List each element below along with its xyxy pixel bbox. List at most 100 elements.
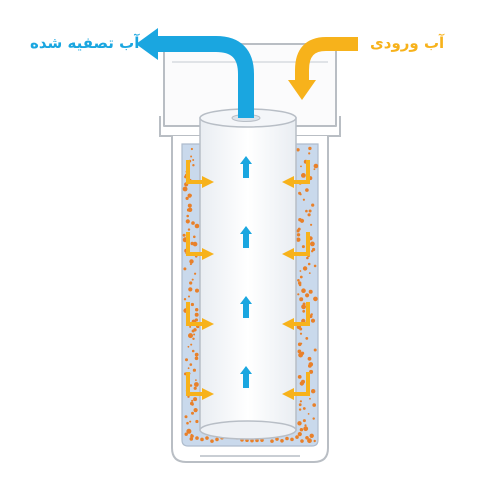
media-particle [307,438,312,444]
radial-flow-path [186,232,204,256]
media-particle [297,342,302,347]
media-particle [189,363,193,366]
media-particle [306,256,309,260]
media-particle [190,302,194,307]
media-particle [190,434,194,438]
media-particle [313,348,317,352]
media-particle [193,333,196,336]
media-particle [302,309,306,313]
media-particle [298,408,302,411]
media-particle [313,264,317,268]
media-particle [299,428,304,432]
media-particle [296,229,300,233]
media-particle [305,188,309,192]
media-particle [183,267,187,271]
media-particle [302,198,305,201]
media-particle [189,420,192,423]
media-particle [187,345,190,348]
radial-flow-path [292,302,310,326]
media-particle [308,146,312,151]
media-particle [187,193,192,198]
arrow-up-icon [240,156,252,164]
core-flow-shaft [243,302,249,318]
media-particle [192,241,198,247]
radial-flow-arrows [186,160,310,400]
media-particle [194,223,200,229]
media-particle [275,437,279,441]
media-particle [185,219,190,224]
media-particle [296,148,300,152]
media-particle [189,325,192,328]
media-particle [300,439,304,443]
media-particle [194,312,199,317]
arrow-down-icon [288,80,316,100]
media-particle [300,165,302,168]
purified-outlet-flow [136,28,254,118]
arrow-left-icon [282,248,294,260]
media-particle [303,426,309,432]
media-particle [305,209,308,213]
arrow-left-icon [282,388,294,400]
media-particle [189,259,194,264]
media-particle [301,304,306,310]
radial-flow-path [292,160,310,184]
media-particle [195,379,197,381]
media-particle [186,421,189,425]
media-particle [191,221,195,225]
media-particle [192,368,196,372]
media-particle [310,241,315,247]
arrow-left-icon [282,318,294,330]
media-particle [299,332,303,335]
media-particle [187,228,191,231]
media-particle [297,421,302,426]
media-particle [308,209,312,213]
core-flow-shaft [243,372,249,388]
arrow-right-icon [202,248,214,260]
media-particle [190,155,193,158]
media-particle [205,436,209,440]
media-particle [308,152,311,155]
media-particle [193,386,197,390]
media-particle [185,358,188,362]
media-particle [193,235,196,239]
media-particle [192,337,195,340]
media-particle [193,397,198,402]
media-particle [184,432,188,436]
media-particle [302,407,306,410]
purified-water-label: آب تصفیه شده [30,34,140,52]
media-particle [304,424,307,427]
media-particle [191,399,194,402]
inlet-flow [288,37,358,100]
media-particle [310,223,313,226]
media-particle [290,437,294,442]
media-particle [188,295,190,298]
media-particle [297,349,302,354]
media-particle [310,318,316,323]
media-particle [300,351,305,355]
media-particle [299,400,302,403]
media-particle [305,293,310,298]
media-particle [299,327,303,331]
media-particle [195,419,199,424]
media-particle [188,287,193,292]
radial-flow-path [292,232,310,256]
radial-flow-path [292,372,310,396]
arrow-up-icon [240,226,252,234]
media-particle [313,296,318,302]
radial-flow-path [186,160,204,184]
inlet-water-label: آب ورودی [370,34,445,52]
media-particle [191,411,194,415]
media-particle [301,288,306,294]
core-flow-shaft [243,162,249,178]
media-particle [313,439,316,443]
media-particle [188,333,193,339]
media-particle [187,207,193,212]
media-particle [308,272,311,274]
arrow-right-icon [202,176,214,188]
media-particle [215,437,219,442]
media-particle [194,352,199,357]
media-particle [190,343,193,346]
media-particle [307,356,312,361]
media-particle [189,384,193,387]
